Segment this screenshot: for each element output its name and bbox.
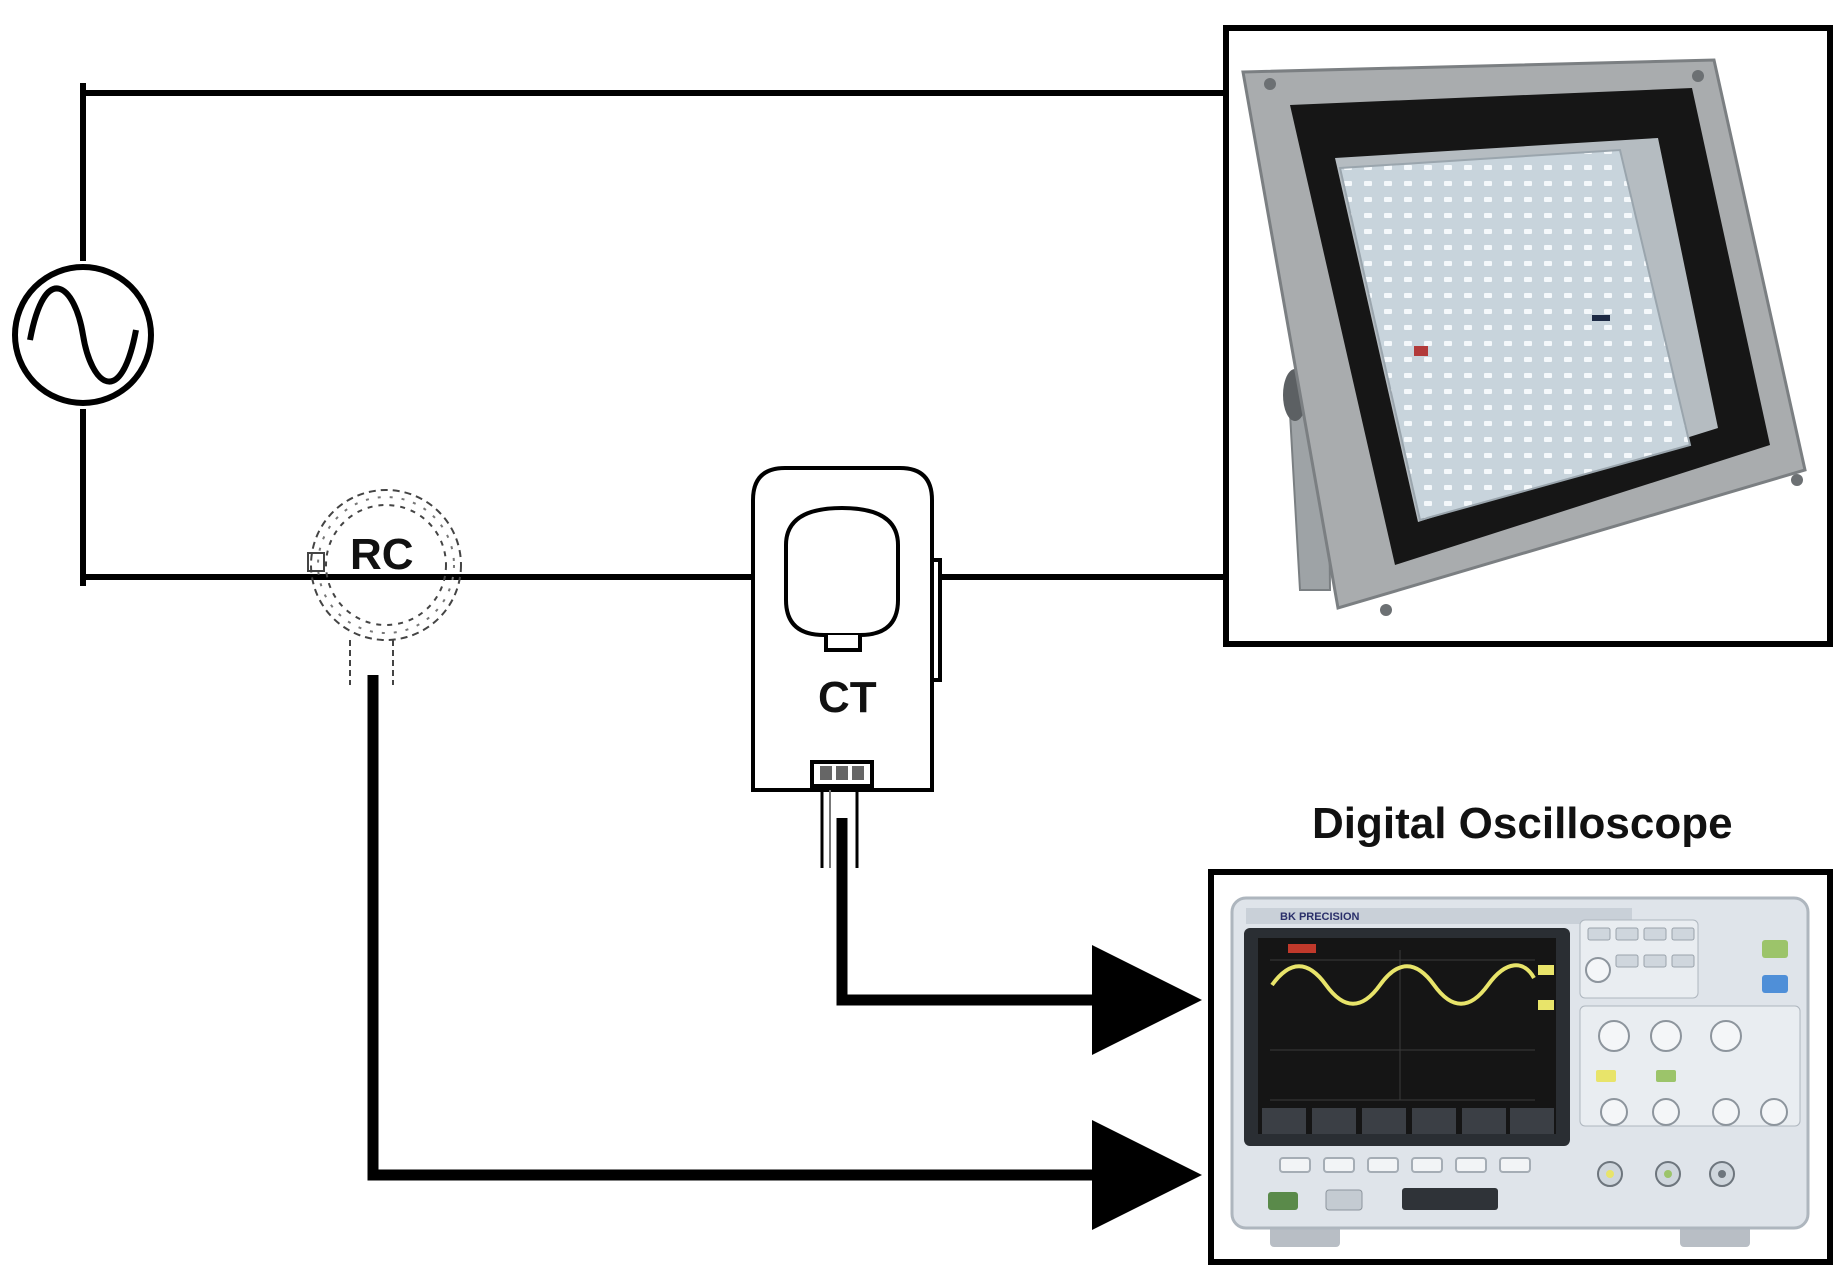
oscilloscope-title: Digital Oscilloscope — [1312, 799, 1733, 848]
scope-trace — [1270, 963, 1536, 1006]
rogowski-output-wire — [367, 675, 1202, 1230]
current-transformer — [751, 466, 942, 868]
scope-screen — [1258, 938, 1556, 1134]
led-floodlight — [1223, 25, 1833, 647]
svg-text:BK PRECISION: BK PRECISION — [1280, 911, 1360, 923]
rogowski-coil — [307, 489, 462, 685]
current-transformer-label: CT — [818, 673, 877, 722]
rogowski-coil-label: RC — [350, 530, 414, 579]
digital-oscilloscope: BK PRECISION — [1208, 869, 1833, 1265]
ct-output-wire — [836, 818, 1202, 1055]
circuit-wires — [80, 83, 1229, 586]
ac-source-icon — [12, 264, 154, 406]
